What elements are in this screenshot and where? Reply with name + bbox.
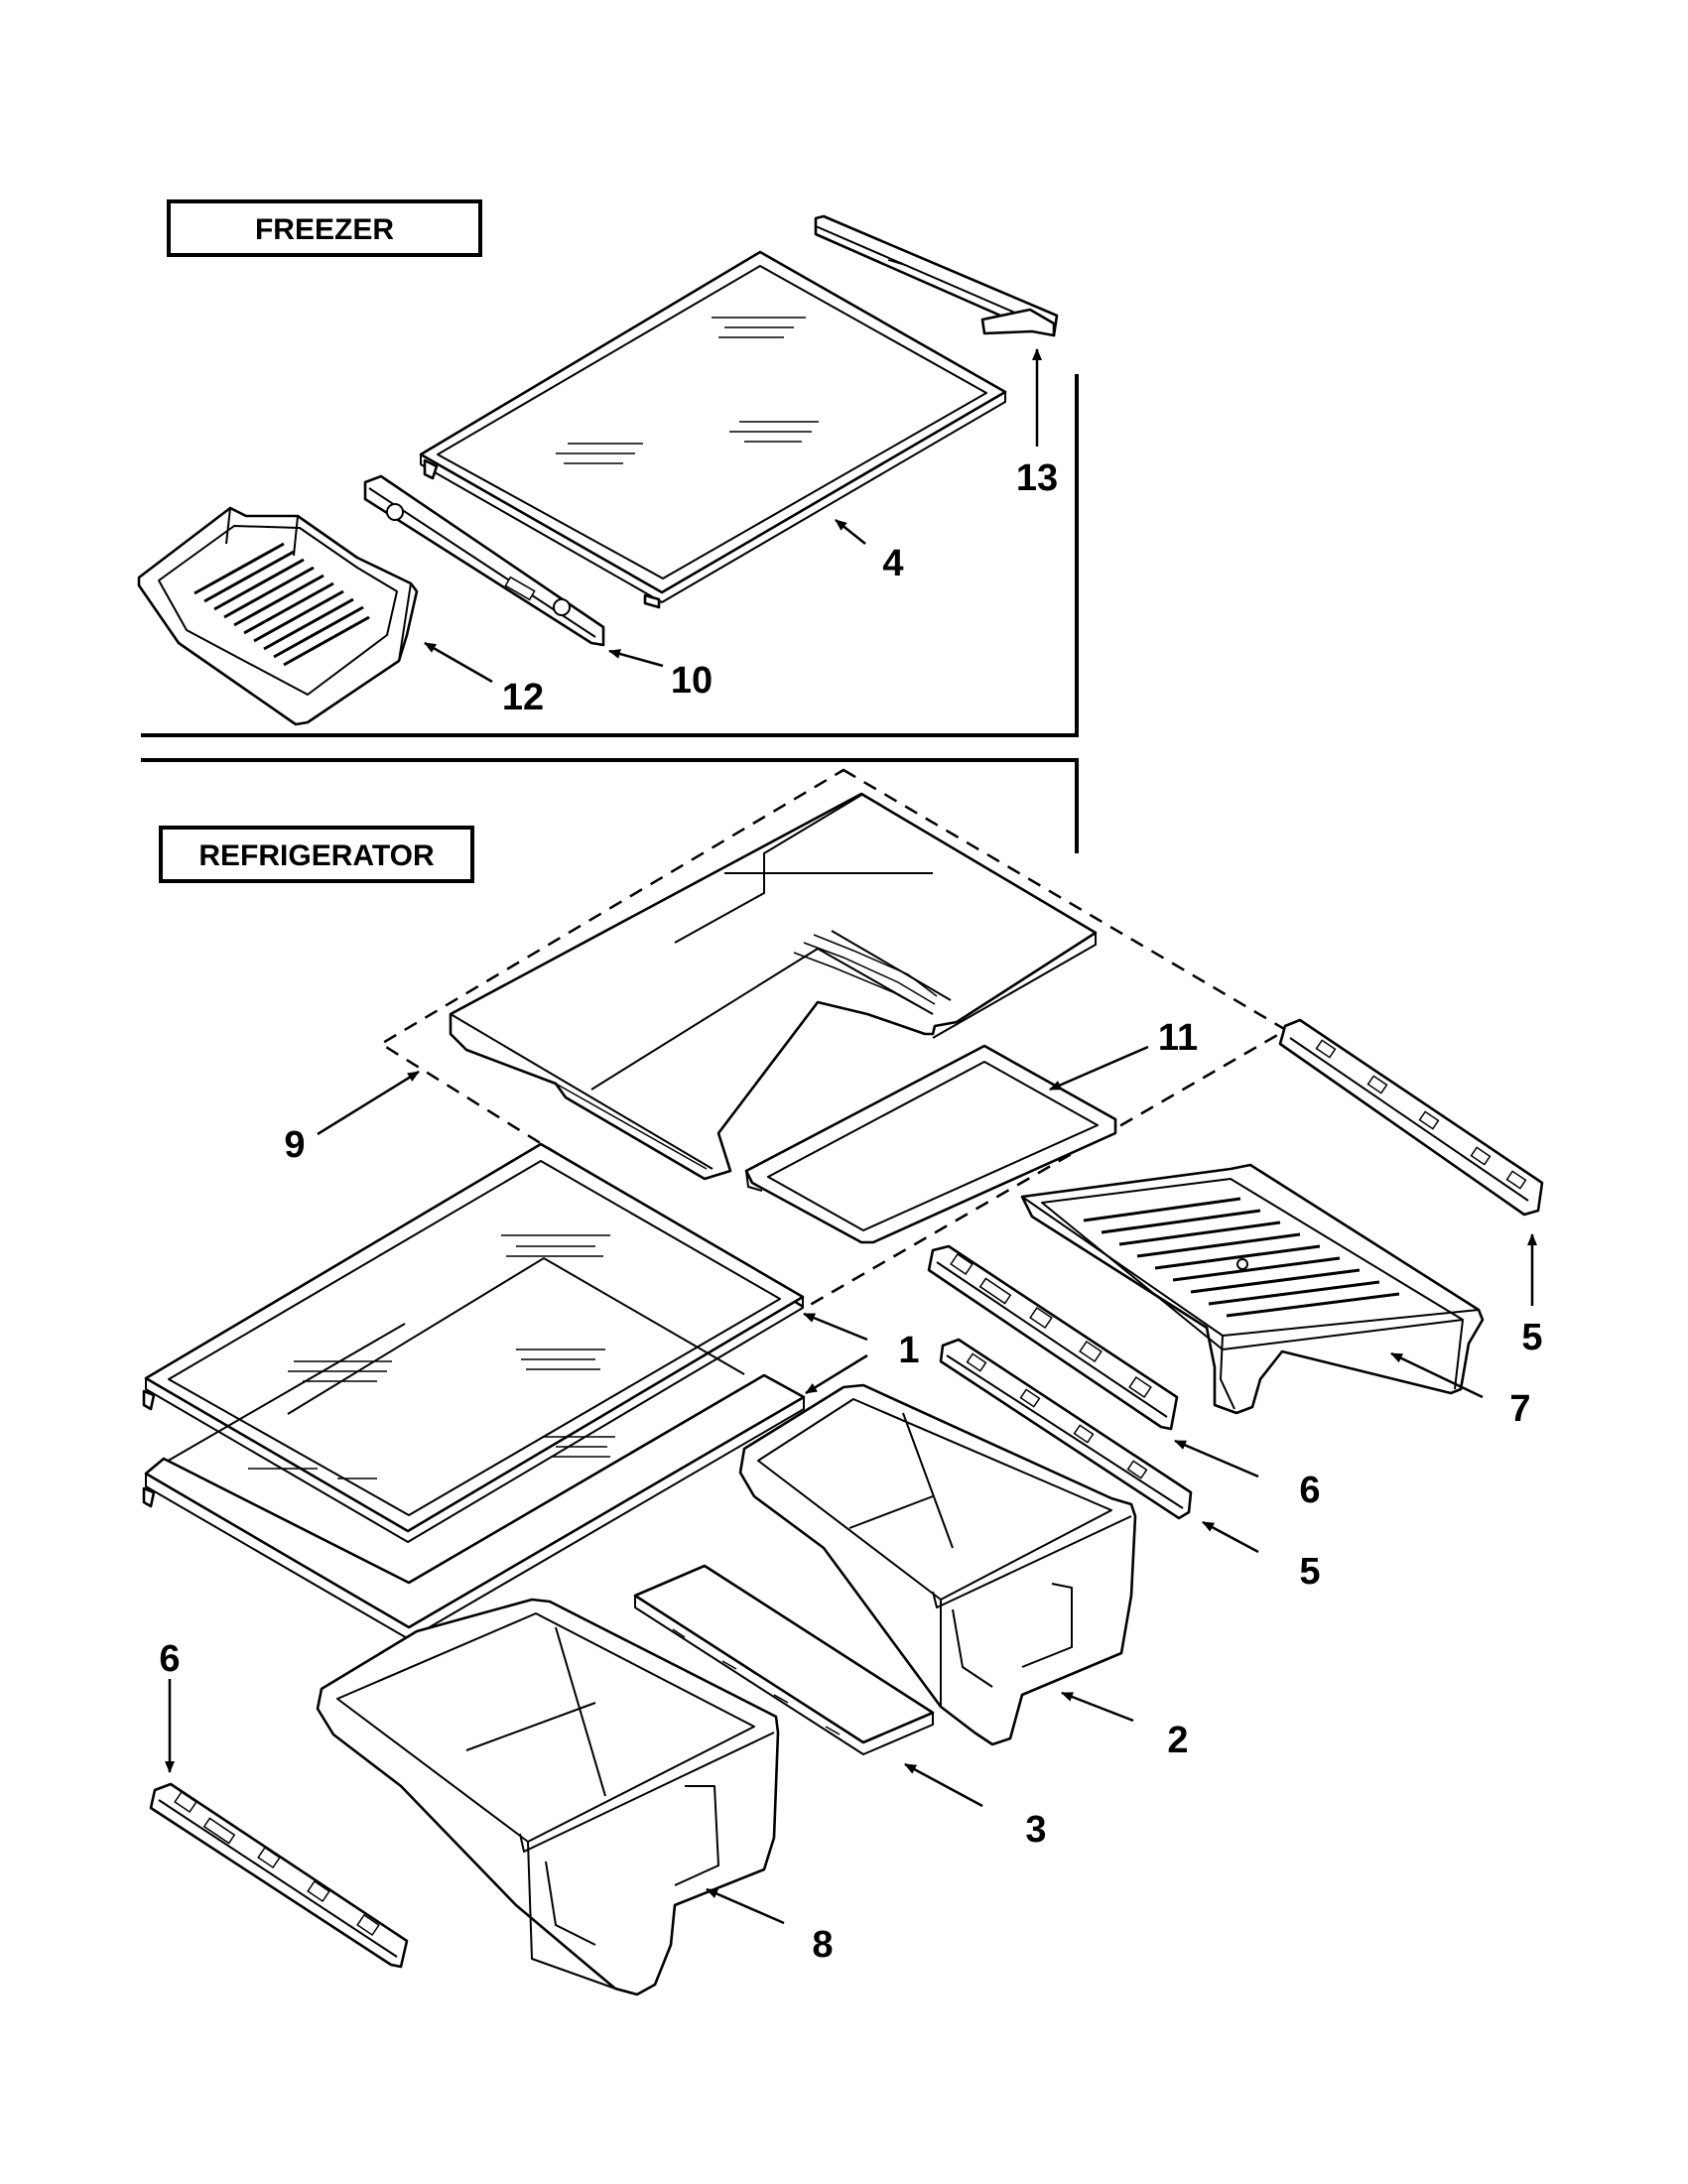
part-6-drawer-slide-left [149,1782,409,1969]
arrow-8 [706,1887,785,1925]
arrow-5-middle [1202,1520,1259,1554]
part-12-freezer-basket [137,506,419,726]
callout-12: 12 [502,677,544,718]
freezer-label: FREEZER [167,199,482,257]
part-11-crisper-cover-glass [744,1044,1117,1244]
arrow-10 [608,649,664,668]
refrigerator-label-text: REFRIGERATOR [198,839,435,872]
arrow-9 [317,1070,420,1136]
leader-arrows [165,348,1537,1925]
part-9-crisper-cover [449,792,1098,1181]
arrow-3 [904,1762,983,1808]
callout-8: 8 [812,1924,833,1966]
arrow-1-upper [803,1312,868,1342]
callout-1: 1 [898,1330,919,1371]
refrigerator-label: REFRIGERATOR [159,826,474,883]
part-4-freezer-glass-shelf [419,250,1007,609]
part-7-pan-drawer [1020,1163,1485,1415]
part-6-drawer-slide-right [927,1244,1179,1431]
part-5-drawer-rail-middle [939,1338,1193,1520]
part-10-shelf-bracket [363,474,605,647]
callout-5-middle: 5 [1299,1551,1320,1593]
part-9-crisper-cover-assembly-outline [378,768,1289,1310]
part-5-drawer-rail-right [1278,1018,1544,1217]
callout-7: 7 [1509,1388,1530,1430]
callout-5-right: 5 [1521,1317,1542,1358]
arrow-11 [1049,1045,1149,1092]
callout-9: 9 [284,1124,305,1166]
freezer-label-text: FREEZER [255,213,394,246]
arrow-7 [1390,1351,1484,1399]
callout-10: 10 [671,660,713,702]
callout-4: 4 [882,543,903,584]
part-2-crisper-drawer-right [738,1383,1137,1746]
callout-6-left: 6 [159,1638,180,1680]
callout-11: 11 [1158,1017,1198,1059]
arrow-2 [1061,1691,1134,1723]
arrow-12 [424,641,493,684]
refrigerator-frame [141,758,1079,853]
callout-13: 13 [1016,457,1058,499]
part-3-drawer-divider [633,1564,935,1755]
arrow-1-lower [805,1353,868,1395]
callout-numbers: 13 4 10 12 11 9 1 5 7 6 5 2 3 8 6 [159,457,1542,1966]
callout-3: 3 [1025,1809,1046,1851]
callout-6-right: 6 [1299,1470,1320,1511]
callout-2: 2 [1167,1720,1188,1761]
part-8-crisper-drawer-left [316,1598,780,1996]
part-13-shelf-rail [814,214,1059,337]
part-1-glass-shelf-upper [142,1142,805,1543]
arrow-6-right [1174,1439,1259,1478]
arrow-4 [835,519,866,545]
freezer-frame [141,374,1079,737]
